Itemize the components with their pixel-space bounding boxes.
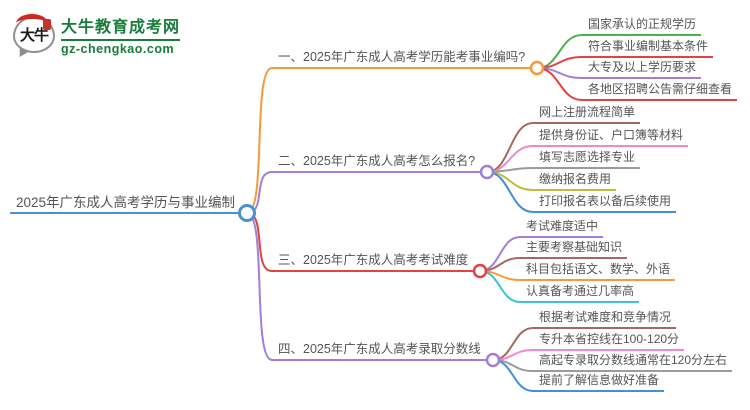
leaf-node[interactable]: 大专及以上学历要求 — [582, 58, 702, 79]
logo-text-block: 大牛教育成考网 gz-chengkao.com — [61, 13, 181, 56]
branch-node-4[interactable]: 四、2025年广东成人高考录取分数线 — [272, 340, 486, 361]
leaf-node[interactable]: 各地区招聘公告需仔细查看 — [582, 80, 738, 101]
leaf-node[interactable]: 网上注册流程简单 — [533, 103, 641, 124]
branch-node-3[interactable]: 三、2025年广东成人高考考试难度 — [272, 251, 474, 272]
leaf-node[interactable]: 主要考察基础知识 — [520, 238, 628, 259]
logo-site-name: 大牛教育成考网 — [61, 13, 181, 41]
leaf-node[interactable]: 提前了解信息做好准备 — [533, 371, 665, 392]
leaf-node[interactable]: 科目包括语文、数学、外语 — [520, 260, 676, 281]
logo-icon: 大牛 — [13, 14, 55, 53]
leaf-node[interactable]: 填写志愿选择专业 — [533, 148, 641, 169]
leaf-node[interactable]: 缴纳报名费用 — [533, 170, 617, 191]
leaf-node[interactable]: 根据考试难度和竞争情况 — [533, 308, 677, 329]
leaf-node[interactable]: 高起专录取分数线通常在120分左右 — [533, 351, 733, 372]
leaf-node[interactable]: 符合事业编制基本条件 — [582, 37, 714, 58]
site-logo: 大牛 大牛教育成考网 gz-chengkao.com — [13, 13, 181, 56]
branch-node-2[interactable]: 二、2025年广东成人高考怎么报名? — [272, 152, 481, 173]
root-node[interactable]: 2025年广东成人高考学历与事业编制 — [10, 193, 241, 214]
branch-node-1[interactable]: 一、2025年广东成人高考学历能考事业编吗? — [272, 48, 531, 69]
logo-arc-decoration — [16, 14, 48, 33]
leaf-node[interactable]: 国家承认的正规学历 — [582, 15, 702, 36]
logo-site-domain: gz-chengkao.com — [61, 42, 175, 56]
leaf-node[interactable]: 考试难度适中 — [520, 217, 604, 238]
leaf-node[interactable]: 提供身份证、户口簿等材料 — [533, 126, 689, 147]
logo-seal — [43, 19, 51, 30]
leaf-node[interactable]: 打印报名表以备后续使用 — [533, 192, 677, 213]
leaf-node[interactable]: 专升本省控线在100-120分 — [533, 330, 685, 351]
leaf-node[interactable]: 认真备考通过几率高 — [520, 282, 640, 303]
